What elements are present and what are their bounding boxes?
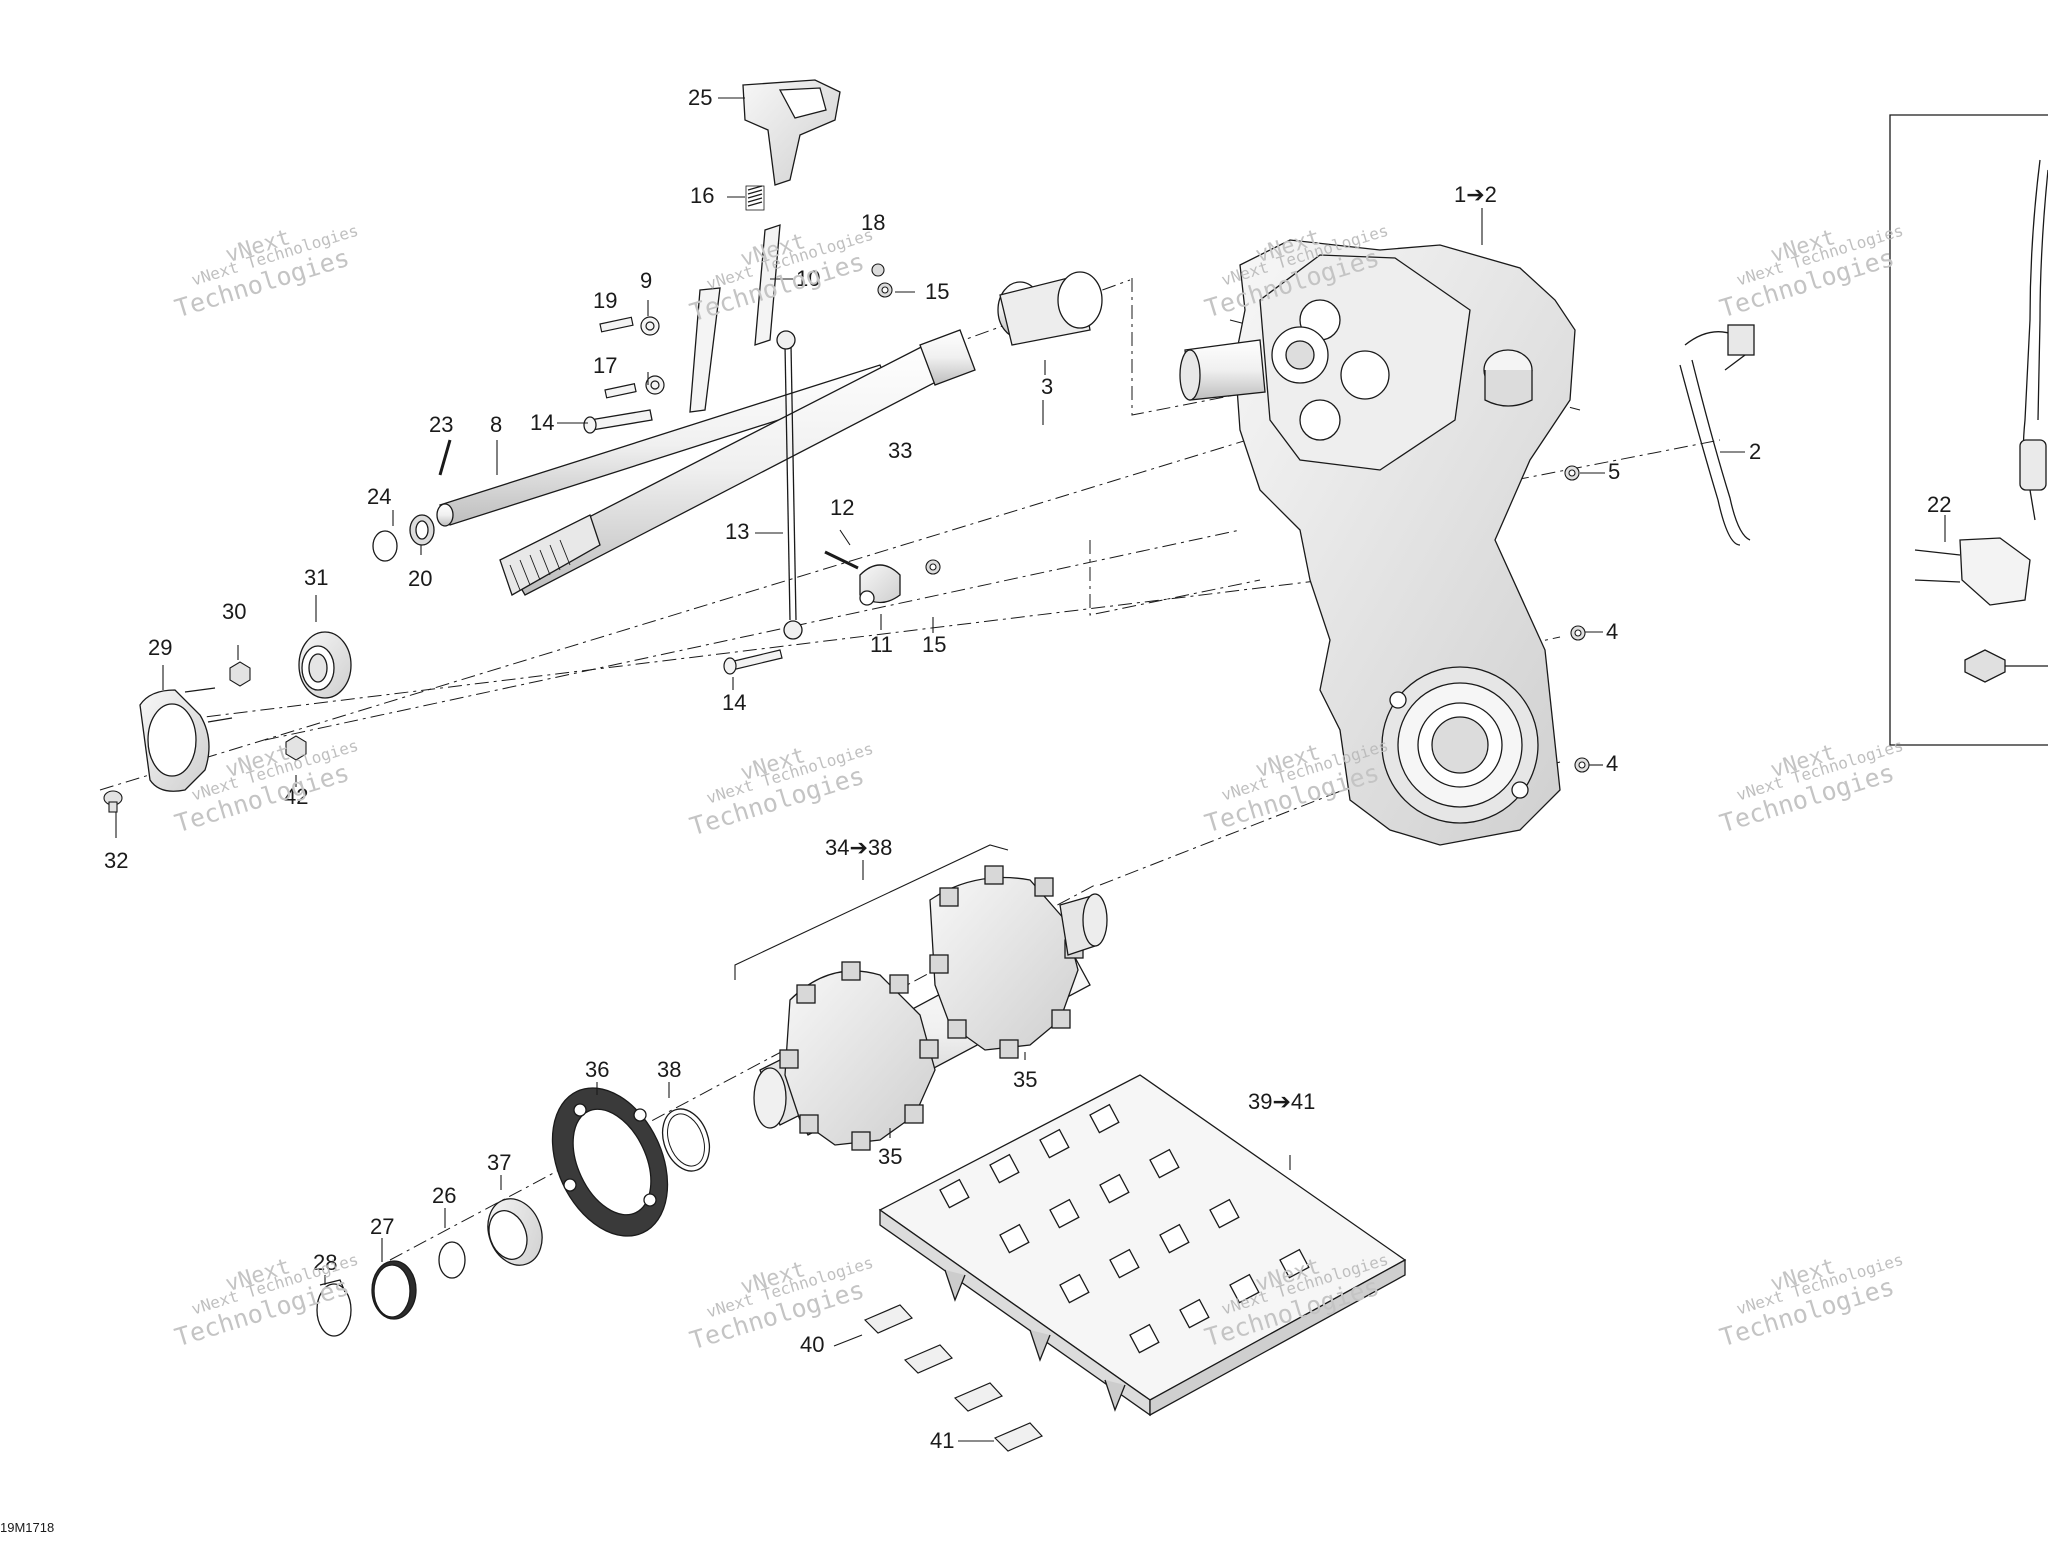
callout-17: 17 bbox=[593, 353, 618, 378]
callout-24: 24 bbox=[367, 484, 392, 509]
inset-frame bbox=[1889, 114, 2048, 746]
callout-12: 12 bbox=[830, 495, 855, 520]
cap-27 bbox=[371, 1260, 417, 1320]
callout-27: 27 bbox=[370, 1214, 395, 1239]
bolts-17-19 bbox=[599, 316, 665, 399]
callout-22: 22 bbox=[1927, 492, 1952, 517]
flange-29 bbox=[139, 687, 233, 792]
callout-14b: 14 bbox=[722, 690, 747, 715]
callout-33: 33 bbox=[888, 438, 913, 463]
callout-31: 31 bbox=[304, 565, 329, 590]
diagram-code: 19M1718 bbox=[0, 1520, 55, 1535]
gear-ring-36 bbox=[551, 1087, 669, 1237]
bearing-37 bbox=[487, 1198, 543, 1266]
callout-26: 26 bbox=[432, 1183, 457, 1208]
nuts-30-42 bbox=[229, 661, 307, 761]
callout-41: 41 bbox=[930, 1428, 955, 1453]
callout-20: 20 bbox=[408, 566, 433, 591]
callout-15b: 15 bbox=[922, 632, 947, 657]
callout-29: 29 bbox=[148, 635, 173, 660]
callout-4a: 4 bbox=[1606, 619, 1619, 644]
bolt-14-bottom bbox=[723, 649, 783, 675]
nuts-4-5 bbox=[1564, 465, 1590, 773]
callout-3: 3 bbox=[1041, 374, 1054, 399]
bearing-31 bbox=[298, 631, 352, 699]
track-section bbox=[878, 1074, 1407, 1417]
center-lines bbox=[99, 278, 1721, 1261]
drive-axle-assembly bbox=[753, 865, 1108, 1151]
callout-16: 16 bbox=[690, 183, 715, 208]
callout-19: 19 bbox=[593, 288, 618, 313]
callout-13: 13 bbox=[725, 519, 750, 544]
callout-39-41: 39➔41 bbox=[1248, 1089, 1316, 1114]
callout-18: 18 bbox=[861, 210, 886, 235]
ring-24-20 bbox=[372, 514, 435, 562]
leader-lines bbox=[115, 97, 1946, 1442]
track-clips bbox=[863, 1304, 1044, 1452]
shaft-33 bbox=[499, 329, 976, 596]
callout-2: 2 bbox=[1749, 439, 1762, 464]
callout-8: 8 bbox=[490, 412, 503, 437]
callout-32: 32 bbox=[104, 848, 129, 873]
shift-handle bbox=[742, 79, 841, 186]
o-ring-38 bbox=[661, 1108, 711, 1172]
shift-bracket bbox=[689, 224, 781, 413]
rod-13 bbox=[776, 330, 803, 640]
callout-35b: 35 bbox=[878, 1144, 903, 1169]
callout-42: 42 bbox=[284, 784, 309, 809]
group-bracket-34-38 bbox=[734, 844, 1009, 980]
callout-11: 11 bbox=[870, 632, 893, 657]
callout-10: 10 bbox=[796, 266, 821, 291]
bushing-3 bbox=[997, 271, 1103, 346]
callout-5: 5 bbox=[1608, 459, 1621, 484]
callout-35a: 35 bbox=[1013, 1067, 1038, 1092]
pin-23 bbox=[438, 439, 452, 476]
callout-30: 30 bbox=[222, 599, 247, 624]
callout-23: 23 bbox=[429, 412, 454, 437]
sensor-cable-2 bbox=[1679, 324, 1755, 546]
callout-9: 9 bbox=[640, 268, 653, 293]
callout-28: 28 bbox=[313, 1250, 338, 1275]
callout-25: 25 bbox=[688, 85, 713, 110]
bolt-32 bbox=[103, 790, 123, 813]
callout-4b: 4 bbox=[1606, 751, 1619, 776]
callout-14: 14 bbox=[530, 410, 555, 435]
callout-40: 40 bbox=[800, 1332, 825, 1357]
callout-36: 36 bbox=[585, 1057, 610, 1082]
callout-37: 37 bbox=[487, 1150, 512, 1175]
callout-38: 38 bbox=[657, 1057, 682, 1082]
nuts-15 bbox=[871, 263, 941, 575]
ring-26 bbox=[438, 1241, 466, 1279]
clamp-28 bbox=[316, 1279, 352, 1337]
transmission-housing bbox=[1179, 239, 1576, 846]
callout-1-2: 1➔2 bbox=[1454, 182, 1497, 207]
callout-34-38: 34➔38 bbox=[825, 835, 893, 860]
clamp-11 bbox=[824, 550, 901, 606]
spring bbox=[745, 185, 765, 211]
bolt-14-top bbox=[583, 409, 653, 434]
callout-15: 15 bbox=[925, 279, 950, 304]
